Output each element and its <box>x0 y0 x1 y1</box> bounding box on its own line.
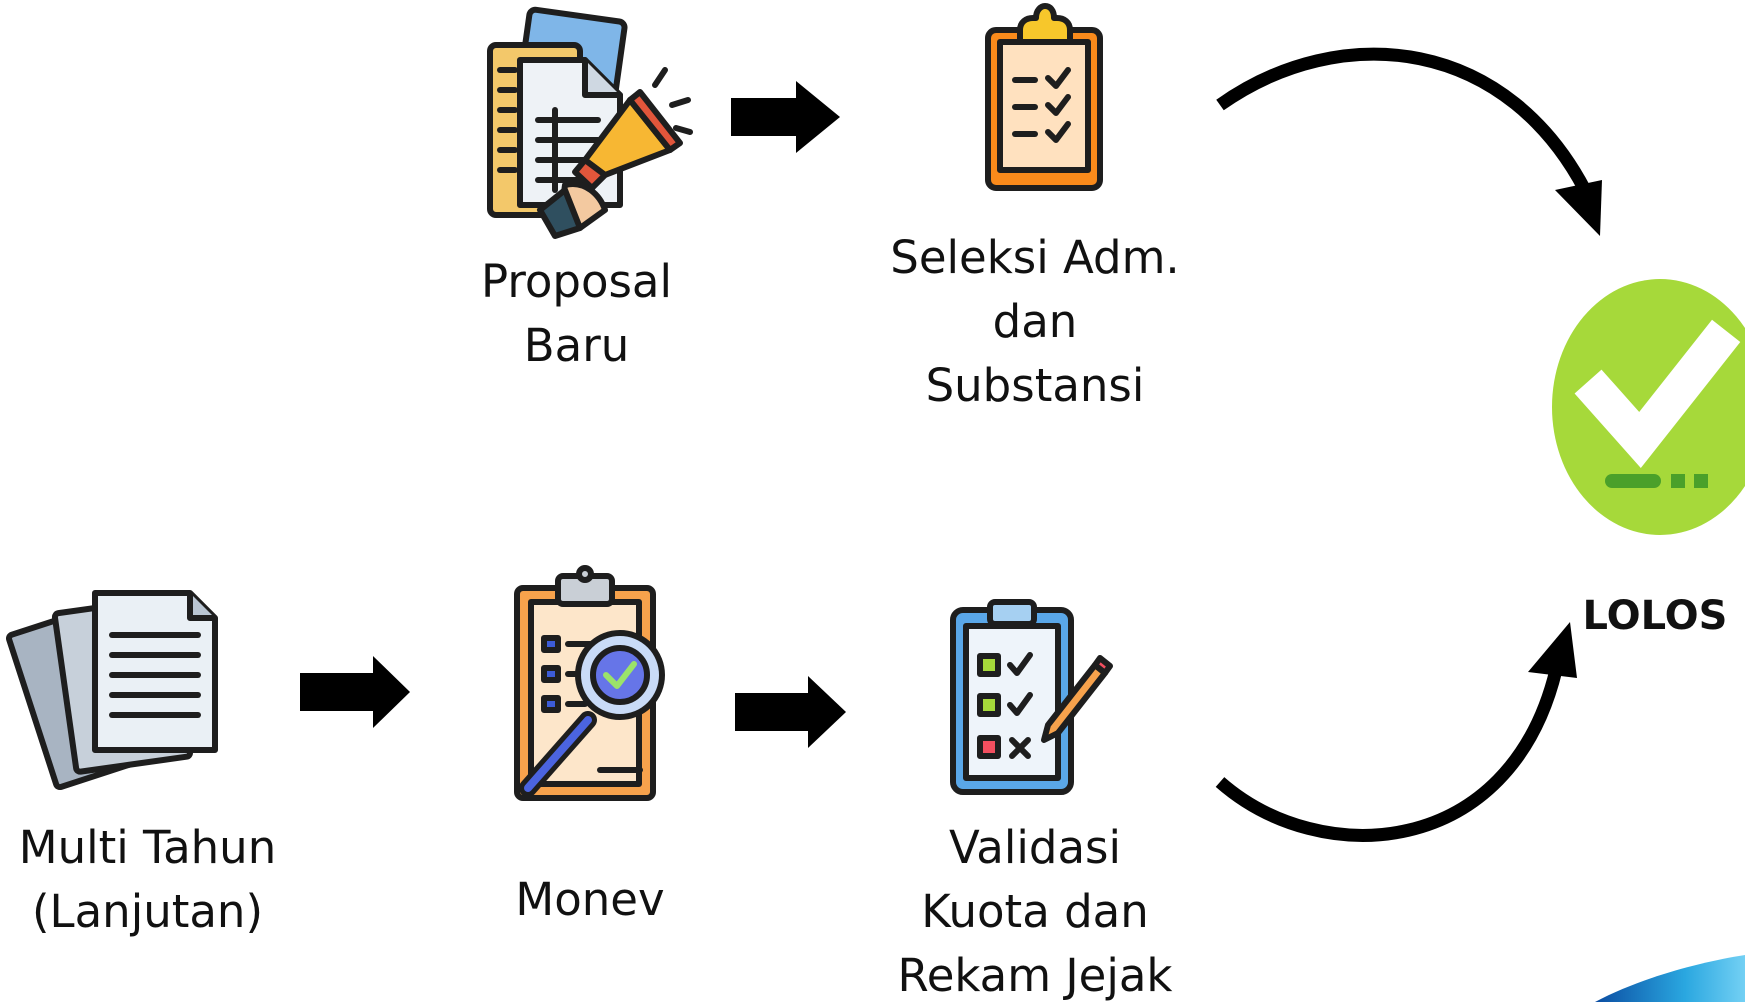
label-line: Substansi <box>925 359 1145 412</box>
label-line: LOLOS <box>1582 593 1728 639</box>
arrow-multi-to-monev <box>300 656 410 728</box>
megaphone-document-icon <box>487 6 693 239</box>
arrow-monev-to-validasi <box>735 676 846 748</box>
label-line: Validasi <box>949 821 1121 874</box>
label-line: Seleksi Adm. <box>890 231 1180 284</box>
label-line: Baru <box>523 319 630 372</box>
corner-swoosh <box>1595 955 1745 1002</box>
label-line: Proposal <box>480 255 672 308</box>
label-line: Kuota dan <box>921 885 1149 938</box>
arrow-proposal-to-seleksi <box>731 81 840 153</box>
label-validasi: Validasi Kuota dan Rekam Jejak <box>880 816 1190 1008</box>
check-badge-icon <box>1552 279 1745 535</box>
documents-stack-icon <box>6 590 218 791</box>
label-line: Multi Tahun <box>18 821 277 874</box>
label-lolos: LOLOS <box>1565 588 1745 644</box>
clipboard-checkbox-pencil-icon <box>950 599 1113 795</box>
curved-arrow-bottom <box>1215 622 1577 842</box>
label-seleksi: Seleksi Adm. dan Substansi <box>875 226 1195 418</box>
label-line: Rekam Jejak <box>897 949 1173 1002</box>
clipboard-checklist-icon <box>985 3 1103 191</box>
label-monev: Monev <box>490 868 690 932</box>
label-line: dan <box>992 295 1078 348</box>
label-line: Monev <box>515 873 665 926</box>
label-proposal-baru: Proposal Baru <box>459 250 694 378</box>
curved-arrow-top <box>1216 47 1602 236</box>
label-multi-tahun: Multi Tahun (Lanjutan) <box>0 816 295 944</box>
clipboard-magnifier-icon <box>514 565 665 801</box>
label-line: (Lanjutan) <box>31 885 264 938</box>
